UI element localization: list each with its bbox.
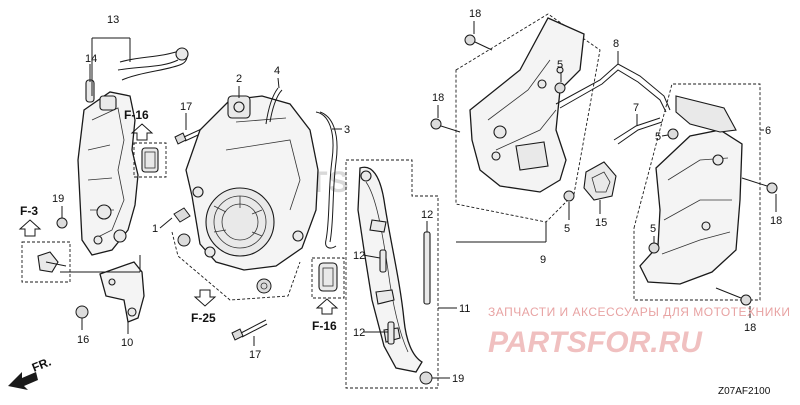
svg-text:F-16: F-16 bbox=[312, 319, 337, 333]
callout-14: 14 bbox=[85, 53, 97, 65]
callout-3: 3 bbox=[344, 124, 350, 136]
bolt-18-top: 18 bbox=[464, 8, 493, 51]
svg-text:F-3: F-3 bbox=[20, 204, 38, 218]
fan-housing-2 bbox=[173, 95, 319, 271]
callout-8: 8 bbox=[613, 38, 619, 50]
callout-5-a: 5 bbox=[557, 59, 563, 71]
callout-17-upper: 17 bbox=[180, 101, 192, 113]
ref-f16-bottom: F-16 bbox=[311, 257, 345, 333]
callout-6: 6 bbox=[765, 125, 771, 137]
seal-3: 3 bbox=[315, 111, 350, 249]
bolt-18-bottom: 18 bbox=[715, 287, 756, 334]
bolt-18-right: 18 bbox=[741, 177, 782, 227]
bolt-19-left: 19 bbox=[52, 193, 68, 229]
callout-7: 7 bbox=[633, 102, 639, 114]
watermark-logo: PARTSFOR.RU bbox=[488, 326, 703, 359]
seal-4: 4 bbox=[265, 65, 283, 125]
callout-2: 2 bbox=[236, 73, 242, 85]
direction-arrow-front: FR. bbox=[8, 355, 53, 390]
ref-f3: F-3 bbox=[18, 204, 71, 283]
callout-18-right: 18 bbox=[770, 215, 782, 227]
shroud-11 bbox=[345, 159, 439, 389]
callout-1: 1 bbox=[152, 223, 158, 235]
ref-f16-top: F-16 bbox=[124, 108, 167, 178]
seal-7: 7 bbox=[613, 102, 663, 145]
callout-12-b: 12 bbox=[421, 209, 433, 221]
drawing-code: Z07AF2100 bbox=[718, 386, 771, 397]
svg-text:F-25: F-25 bbox=[191, 311, 216, 325]
bracket-10: 10 16 bbox=[60, 255, 145, 349]
callout-4: 4 bbox=[274, 65, 280, 77]
callout-11: 11 bbox=[459, 303, 470, 315]
bolt-19-bottom: 19 bbox=[419, 371, 464, 385]
callout-9: 9 bbox=[540, 254, 546, 266]
bolt-17-lower: 17 bbox=[231, 319, 268, 361]
ref-f25: F-25 bbox=[191, 289, 217, 325]
callout-18-bottom: 18 bbox=[744, 322, 756, 334]
callout-19-left: 19 bbox=[52, 193, 64, 205]
cover-6 bbox=[633, 83, 761, 301]
watermark-text: ЗАПЧАСТИ И АКСЕССУАРЫ ДЛЯ МОТОТЕХНИКИ bbox=[488, 305, 790, 319]
svg-text:FR.: FR. bbox=[30, 355, 53, 375]
callout-12-a: 12 bbox=[353, 250, 365, 262]
svg-text:F-16: F-16 bbox=[124, 108, 149, 122]
callout-17-lower: 17 bbox=[249, 349, 261, 361]
callout-16: 16 bbox=[77, 334, 89, 346]
part-13-cover-assembly bbox=[77, 47, 189, 256]
callout-15: 15 bbox=[595, 217, 607, 229]
grommet-15: 15 bbox=[583, 161, 617, 229]
callout-10: 10 bbox=[121, 337, 133, 349]
cover-9 bbox=[455, 13, 601, 223]
callout-5-b: 5 bbox=[564, 223, 570, 235]
bolt-18-left: 18 bbox=[430, 92, 461, 133]
seal-8: 8 bbox=[555, 38, 671, 113]
callout-19-bottom: 19 bbox=[452, 373, 464, 385]
callout-12-c: 12 bbox=[353, 327, 365, 339]
callout-5-c: 5 bbox=[655, 131, 661, 143]
callout-18-top: 18 bbox=[469, 8, 481, 20]
callout-5-d: 5 bbox=[650, 223, 656, 235]
callout-18-left: 18 bbox=[432, 92, 444, 104]
callout-13: 13 bbox=[107, 14, 119, 26]
